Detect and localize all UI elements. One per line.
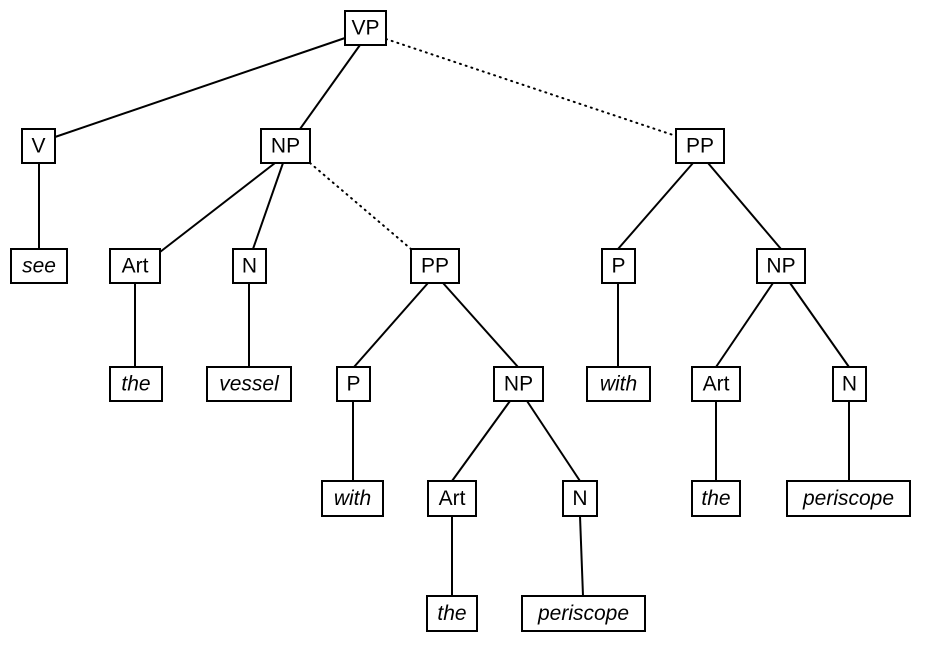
node-label-vp: VP — [351, 17, 379, 40]
tree-node-art_mid[interactable]: Art — [427, 480, 477, 517]
tree-edge-np1-pp_mid — [309, 162, 412, 250]
tree-node-np_right[interactable]: NP — [756, 248, 806, 284]
tree-node-with_m[interactable]: with — [321, 480, 384, 517]
node-box-n_right — [832, 366, 867, 402]
node-label-np_mid: NP — [504, 373, 533, 396]
node-box-the1 — [109, 366, 163, 402]
tree-node-the_m[interactable]: the — [426, 595, 478, 632]
tree-node-n1[interactable]: N — [232, 248, 267, 284]
tree-edge-np1-art1 — [159, 162, 276, 253]
node-label-the_r: the — [701, 487, 730, 510]
node-box-np1 — [260, 128, 311, 164]
node-label-art_right: Art — [703, 373, 730, 396]
tree-edge-vp-v — [54, 37, 346, 138]
tree-edge-n_mid-peri_m — [579, 515, 584, 597]
node-label-pp_mid: PP — [421, 255, 449, 278]
node-label-v: V — [31, 135, 45, 158]
node-label-np_right: NP — [766, 255, 795, 278]
tree-edge-pp_right-p_right — [617, 162, 694, 250]
node-label-vessel: vessel — [219, 373, 280, 396]
node-box-vp — [344, 10, 387, 46]
tree-node-with_r[interactable]: with — [586, 366, 651, 402]
node-box-v — [21, 128, 56, 164]
node-label-see: see — [22, 255, 56, 278]
tree-edge-pp_mid-np_mid — [442, 282, 519, 368]
node-label-p_right: P — [611, 255, 625, 278]
node-label-peri_m: periscope — [537, 602, 629, 625]
node-label-with_m: with — [334, 487, 371, 510]
tree-edge-np1-n1 — [252, 162, 284, 250]
tree-edge-np_right-n_right — [789, 282, 850, 368]
tree-node-np_mid[interactable]: NP — [493, 366, 544, 402]
edge-layer — [38, 37, 850, 597]
tree-node-p_right[interactable]: P — [601, 248, 636, 284]
tree-edge-np_mid-n_mid — [526, 400, 581, 482]
node-box-see — [10, 248, 68, 284]
tree-node-vessel[interactable]: vessel — [206, 366, 292, 402]
tree-edge-vp-pp_right — [385, 38, 677, 137]
tree-node-peri_r[interactable]: periscope — [786, 480, 911, 517]
node-label-peri_r: periscope — [802, 487, 894, 510]
node-label-n_right: N — [842, 373, 857, 396]
node-box-peri_m — [521, 595, 646, 632]
tree-node-the1[interactable]: the — [109, 366, 163, 402]
node-label-the1: the — [121, 373, 150, 396]
tree-node-n_mid[interactable]: N — [562, 480, 598, 517]
node-box-the_m — [426, 595, 478, 632]
tree-node-art1[interactable]: Art — [109, 248, 161, 284]
node-box-np_mid — [493, 366, 544, 402]
tree-node-pp_mid[interactable]: PP — [410, 248, 460, 284]
node-box-with_r — [586, 366, 651, 402]
node-label-art_mid: Art — [439, 487, 466, 510]
tree-edge-vp-np1 — [299, 44, 361, 130]
tree-node-the_r[interactable]: the — [691, 480, 741, 517]
node-box-art_right — [691, 366, 741, 402]
node-box-pp_mid — [410, 248, 460, 284]
node-label-art1: Art — [122, 255, 149, 278]
node-box-art_mid — [427, 480, 477, 517]
node-label-np1: NP — [271, 135, 300, 158]
tree-edge-pp_mid-p_mid — [353, 282, 429, 368]
tree-edge-np_right-art_right — [715, 282, 774, 368]
node-box-vessel — [206, 366, 292, 402]
node-box-peri_r — [786, 480, 911, 517]
node-box-n_mid — [562, 480, 598, 517]
tree-node-pp_right[interactable]: PP — [675, 128, 725, 164]
node-box-p_right — [601, 248, 636, 284]
node-label-the_m: the — [437, 602, 466, 625]
node-label-n_mid: N — [572, 487, 587, 510]
node-box-pp_right — [675, 128, 725, 164]
tree-node-art_right[interactable]: Art — [691, 366, 741, 402]
node-label-p_mid: P — [346, 373, 360, 396]
node-label-with_r: with — [600, 373, 637, 396]
node-label-pp_right: PP — [686, 135, 714, 158]
node-label-n1: N — [242, 255, 257, 278]
node-box-with_m — [321, 480, 384, 517]
node-box-np_right — [756, 248, 806, 284]
tree-node-np1[interactable]: NP — [260, 128, 311, 164]
node-box-n1 — [232, 248, 267, 284]
tree-edge-pp_right-np_right — [707, 162, 782, 250]
tree-node-peri_m[interactable]: periscope — [521, 595, 646, 632]
node-box-art1 — [109, 248, 161, 284]
tree-node-vp[interactable]: VP — [344, 10, 387, 46]
tree-node-see[interactable]: see — [10, 248, 68, 284]
tree-node-n_right[interactable]: N — [832, 366, 867, 402]
node-box-p_mid — [336, 366, 371, 402]
tree-node-p_mid[interactable]: P — [336, 366, 371, 402]
node-box-the_r — [691, 480, 741, 517]
tree-edge-np_mid-art_mid — [451, 400, 511, 482]
tree-node-v[interactable]: V — [21, 128, 56, 164]
